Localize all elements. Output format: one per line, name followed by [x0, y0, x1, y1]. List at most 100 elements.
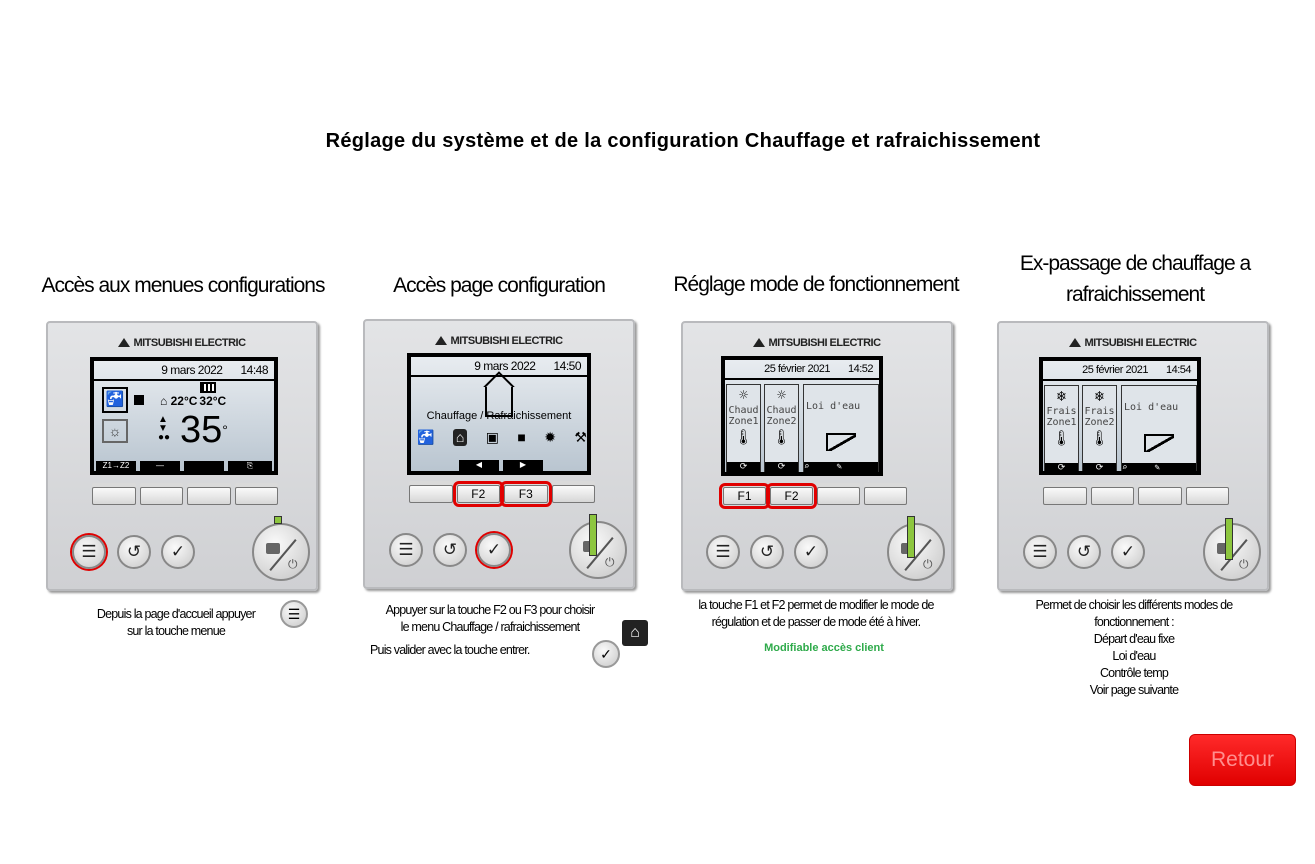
step2-description: Appuyer sur la touche F2 ou F3 pour choi… [370, 603, 595, 657]
sun-icon: ☼ [738, 386, 749, 404]
view-edit-icons: ⌕ ✎ [804, 462, 878, 472]
confirm-button[interactable]: ✓ [794, 535, 828, 569]
step4-heading-line2: rafraichissement [1065, 283, 1205, 306]
confirm-button[interactable]: ✓ [477, 533, 511, 567]
f3-button[interactable] [187, 487, 231, 505]
toggle-icon: ⟳ [1045, 463, 1078, 471]
step3-description: la touche F1 et F2 permet de modifier le… [698, 598, 934, 629]
power-icon: ⏻ [1239, 557, 1249, 571]
power-icon: ⏻ [288, 557, 298, 571]
curve-icon [1144, 434, 1174, 452]
client-access-note: Modifiable accès client [764, 642, 884, 654]
f4-button[interactable] [1185, 487, 1229, 505]
bag-icon [266, 543, 280, 554]
menu-button-hint-icon: ☰ [280, 600, 308, 628]
f2-button[interactable] [139, 487, 183, 505]
power-button[interactable]: ⏻ [569, 521, 627, 579]
status-indicator [274, 516, 282, 524]
schedule-icon: ▣ [485, 429, 499, 445]
bag-icon [1217, 543, 1231, 554]
f2-button[interactable]: F2 [452, 481, 504, 507]
curve-icon [826, 433, 856, 451]
f1-button[interactable] [92, 487, 136, 505]
thermo-drop-icon: 🌡 [771, 428, 792, 446]
step2-heading: Accès page configuration [393, 274, 606, 297]
tap-icon: 🚰 [102, 387, 128, 413]
brand-logo: MITSUBISHI ELECTRIC [683, 337, 951, 349]
menu-button[interactable]: ☰ [389, 533, 423, 567]
power-button[interactable]: ⏻ [887, 523, 945, 581]
menu-button[interactable]: ☰ [1023, 535, 1057, 569]
power-button[interactable]: ⏻ [252, 523, 310, 581]
f3-button[interactable] [817, 487, 860, 505]
step4-heading: Ex-passage de chauffage a rafraichissemen… [970, 248, 1300, 310]
dhw-icon: 🚰 [417, 429, 435, 445]
f4-button[interactable] [551, 485, 595, 503]
f2-button[interactable] [1090, 487, 1134, 505]
f4-button[interactable] [234, 487, 278, 505]
softkey-1: Z1→Z2 [96, 461, 136, 471]
settings-icon: ✹ [544, 429, 556, 445]
f1-button[interactable]: F1 [719, 483, 770, 509]
heating-cooling-hint-icon: ⌂ [622, 620, 648, 646]
confirm-button[interactable]: ✓ [161, 535, 195, 569]
f3-button[interactable] [1138, 487, 1182, 505]
step1-heading: Accès aux menues configurations [41, 274, 325, 297]
step4-description: Permet de choisir les différents modes d… [1035, 598, 1234, 697]
toggle-icon: ⟳ [727, 462, 760, 472]
main-temp: 35° [180, 409, 228, 451]
function-buttons [92, 487, 278, 505]
power-icon: ⏻ [923, 557, 933, 571]
menu-button[interactable]: ☰ [72, 535, 106, 569]
left-arrow-softkey: ◀ [459, 460, 499, 471]
house-sun-icon: ☼ [102, 419, 128, 443]
thermo-drop-icon: 🌡 [733, 428, 754, 446]
f4-button[interactable] [864, 487, 907, 505]
confirm-button[interactable]: ✓ [1111, 535, 1145, 569]
snowflake-icon: ❄ [1094, 387, 1105, 405]
house-icon [485, 387, 513, 417]
step4-heading-line1: Ex-passage de chauffage a [1019, 252, 1251, 275]
view-edit-icons: ⌕ ✎ [1122, 463, 1196, 471]
menu-button[interactable]: ☰ [706, 535, 740, 569]
f2-button[interactable]: F2 [766, 483, 817, 509]
f3-button[interactable]: F3 [500, 481, 552, 507]
f1-button[interactable] [1043, 487, 1087, 505]
brand-logo: MITSUBISHI ELECTRIC [999, 337, 1267, 349]
back-button[interactable]: ↺ [433, 533, 467, 567]
holiday-icon: ■ [517, 429, 526, 445]
f1-button[interactable] [409, 485, 453, 503]
back-button[interactable]: ↺ [1067, 535, 1101, 569]
arrows-icon: ▲▼●● [158, 414, 171, 443]
retour-button[interactable]: Retour [1189, 734, 1296, 786]
power-icon: ⏻ [605, 555, 615, 569]
page-title: Réglage du système et de la configuratio… [325, 130, 1041, 152]
menu-label: Chauffage / Rafraichissement [426, 410, 572, 422]
back-button[interactable]: ↺ [117, 535, 151, 569]
back-button[interactable]: ↺ [750, 535, 784, 569]
step3-heading: Réglage mode de fonctionnement [673, 273, 959, 296]
confirm-button-hint-icon: ✓ [592, 640, 620, 668]
status-indicator [907, 516, 915, 558]
softkey-2: — [140, 461, 180, 471]
brand-logo: MITSUBISHI ELECTRIC [48, 337, 316, 349]
softkey-3 [184, 461, 224, 471]
